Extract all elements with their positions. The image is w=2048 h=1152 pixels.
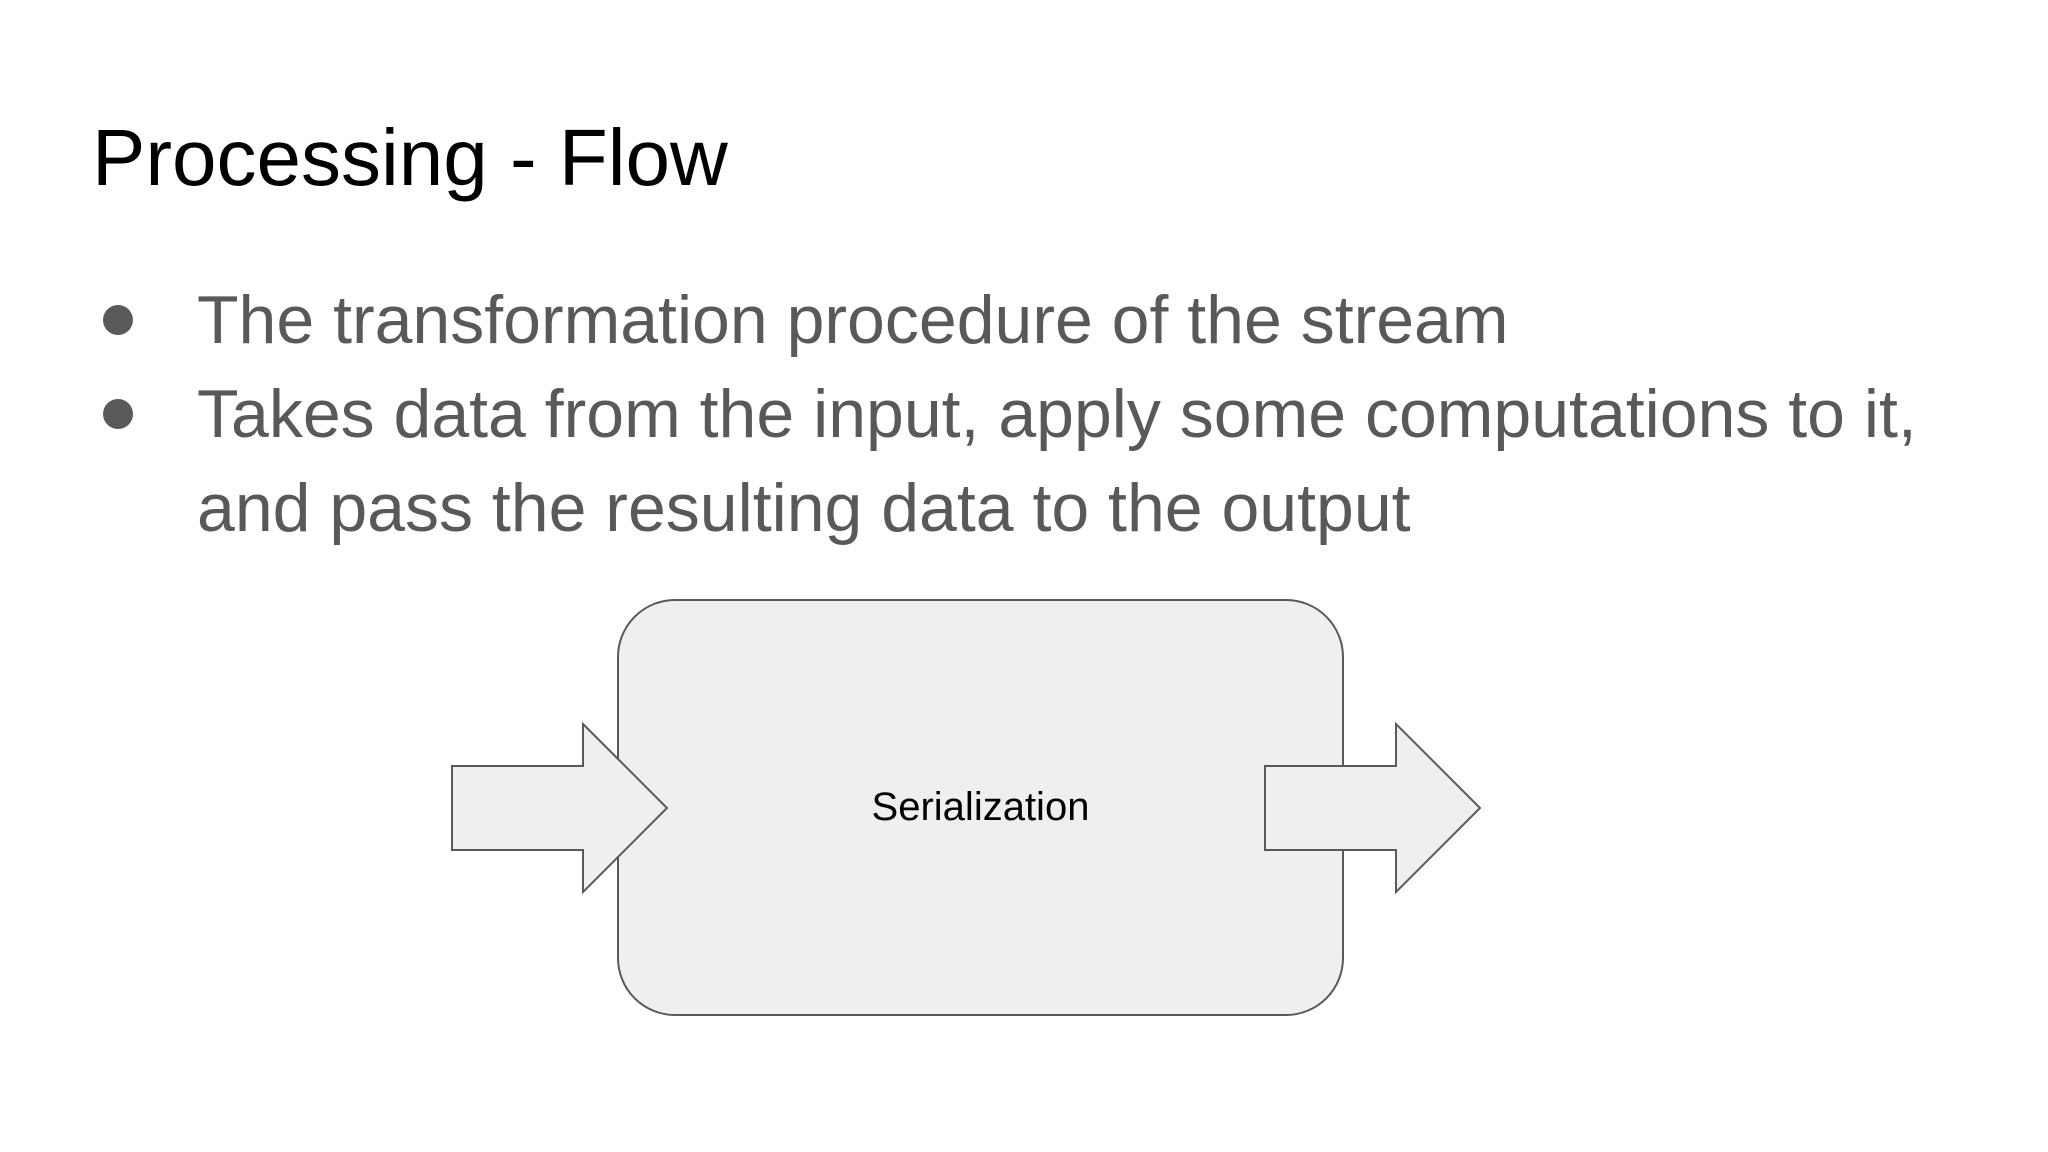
bullet-item: Takes data from the input, apply some co… — [92, 367, 1992, 555]
bullet-dot-icon — [103, 305, 133, 335]
output-arrow-icon — [1264, 722, 1482, 894]
bullet-dot-icon — [103, 399, 133, 429]
bullet-line: Takes data from the input, apply some co… — [197, 376, 1917, 452]
bullet-list: The transformation procedure of the stre… — [92, 273, 1992, 555]
slide-title: Processing - Flow — [92, 113, 728, 202]
bullet-line: The transformation procedure of the stre… — [197, 282, 1509, 358]
bullet-item: The transformation procedure of the stre… — [92, 273, 1992, 367]
bullet-line: and pass the resulting data to the outpu… — [197, 470, 1411, 546]
serialization-node: Serialization — [617, 599, 1344, 1016]
serialization-node-label: Serialization — [871, 785, 1090, 829]
input-arrow-icon — [451, 722, 669, 894]
